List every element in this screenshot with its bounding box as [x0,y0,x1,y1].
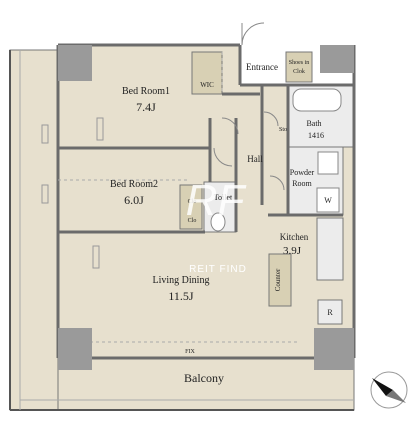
balcony-area [57,357,355,411]
sink-icon [317,151,339,175]
bedroom2-label: Bed Room2 [110,179,158,190]
bedroom1-label: Bed Room1 [122,86,170,97]
sto-label: Sto [279,127,287,133]
structural-columns [58,45,354,370]
island-counter [268,253,292,307]
svg-text:RF: RF [186,176,247,225]
washer-label: W [324,196,332,205]
bathtub-icon [292,88,342,112]
shoes-closet [285,51,313,83]
toilet-room [203,181,237,233]
window-marks [41,117,104,269]
left-balcony [9,49,59,411]
bedroom2-size: 6.0J [124,193,144,207]
watermark-text: REIT FIND [189,264,247,275]
closet-label-2: Clo [188,218,197,224]
entrance-label: Entrance [246,62,278,72]
kitchen-counter [316,217,344,281]
powder-label-2: Room [292,179,312,188]
living-label: Living Dining [153,275,210,286]
closet-block [179,184,203,230]
toilet-icon [210,212,226,232]
closet-label-1: Clo [188,199,197,205]
wic-label: WIC [200,81,214,89]
fix-label: FIX [185,349,195,355]
shoes-label-2: Clok [293,69,305,75]
door-swings [213,22,285,191]
compass-icon [370,371,408,409]
balcony-label: Balcony [184,371,224,385]
watermark-logo: RF [186,176,247,225]
fridge-block [317,299,343,325]
bedroom1-size: 7.4J [136,100,156,114]
bath-label: Bath [306,119,321,128]
hall-label: Hall [247,154,263,164]
washer-icon [316,187,340,213]
powder-label-1: Powder [290,168,315,177]
counter-label: Counter [274,268,282,291]
shoes-label-1: Shoes in [289,60,310,66]
kitchen-size: 3.9J [283,245,302,257]
toilet-label: Toilet [214,193,233,202]
fridge-label: R [327,308,333,317]
living-size: 11.5J [168,289,194,303]
bath-size: 1416 [308,131,324,140]
wic-block [191,51,223,95]
kitchen-label: Kitchen [280,232,309,242]
interior-walls [56,43,356,360]
